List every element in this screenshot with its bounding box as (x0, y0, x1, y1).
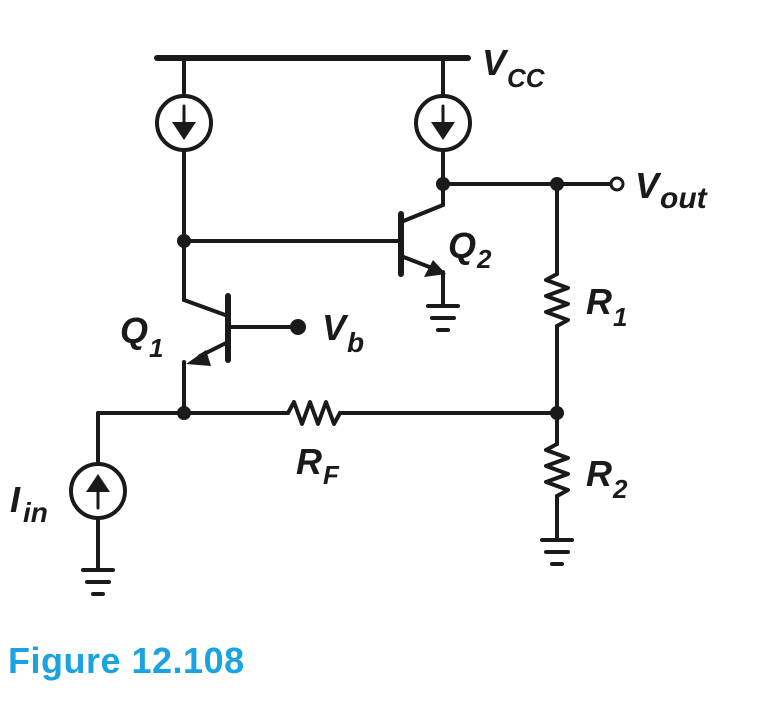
vb-terminal (290, 319, 306, 335)
vb-label: Vb (322, 307, 364, 358)
vcc-label: VCC (482, 42, 546, 93)
current-source-left (155, 56, 213, 243)
ground-iin (81, 568, 115, 596)
vout-label: Vout (635, 165, 709, 215)
transistor-q1 (182, 239, 298, 415)
ground-q2 (426, 304, 460, 332)
q1-label: Q1 (120, 310, 163, 363)
r1-label: R1 (586, 281, 627, 332)
current-source-right (414, 56, 472, 186)
resistor-r1 (544, 272, 570, 328)
rf-label: RF (296, 441, 340, 490)
figure-caption: Figure 12.108 (8, 640, 245, 681)
resistor-rf (286, 400, 342, 426)
resistor-r2 (544, 442, 570, 498)
r2-label: R2 (586, 453, 628, 504)
q2-label: Q2 (448, 225, 492, 274)
vout-terminal (609, 176, 625, 192)
transistor-q2 (398, 182, 446, 308)
ground-r2 (540, 538, 574, 566)
current-source-iin (69, 411, 127, 570)
